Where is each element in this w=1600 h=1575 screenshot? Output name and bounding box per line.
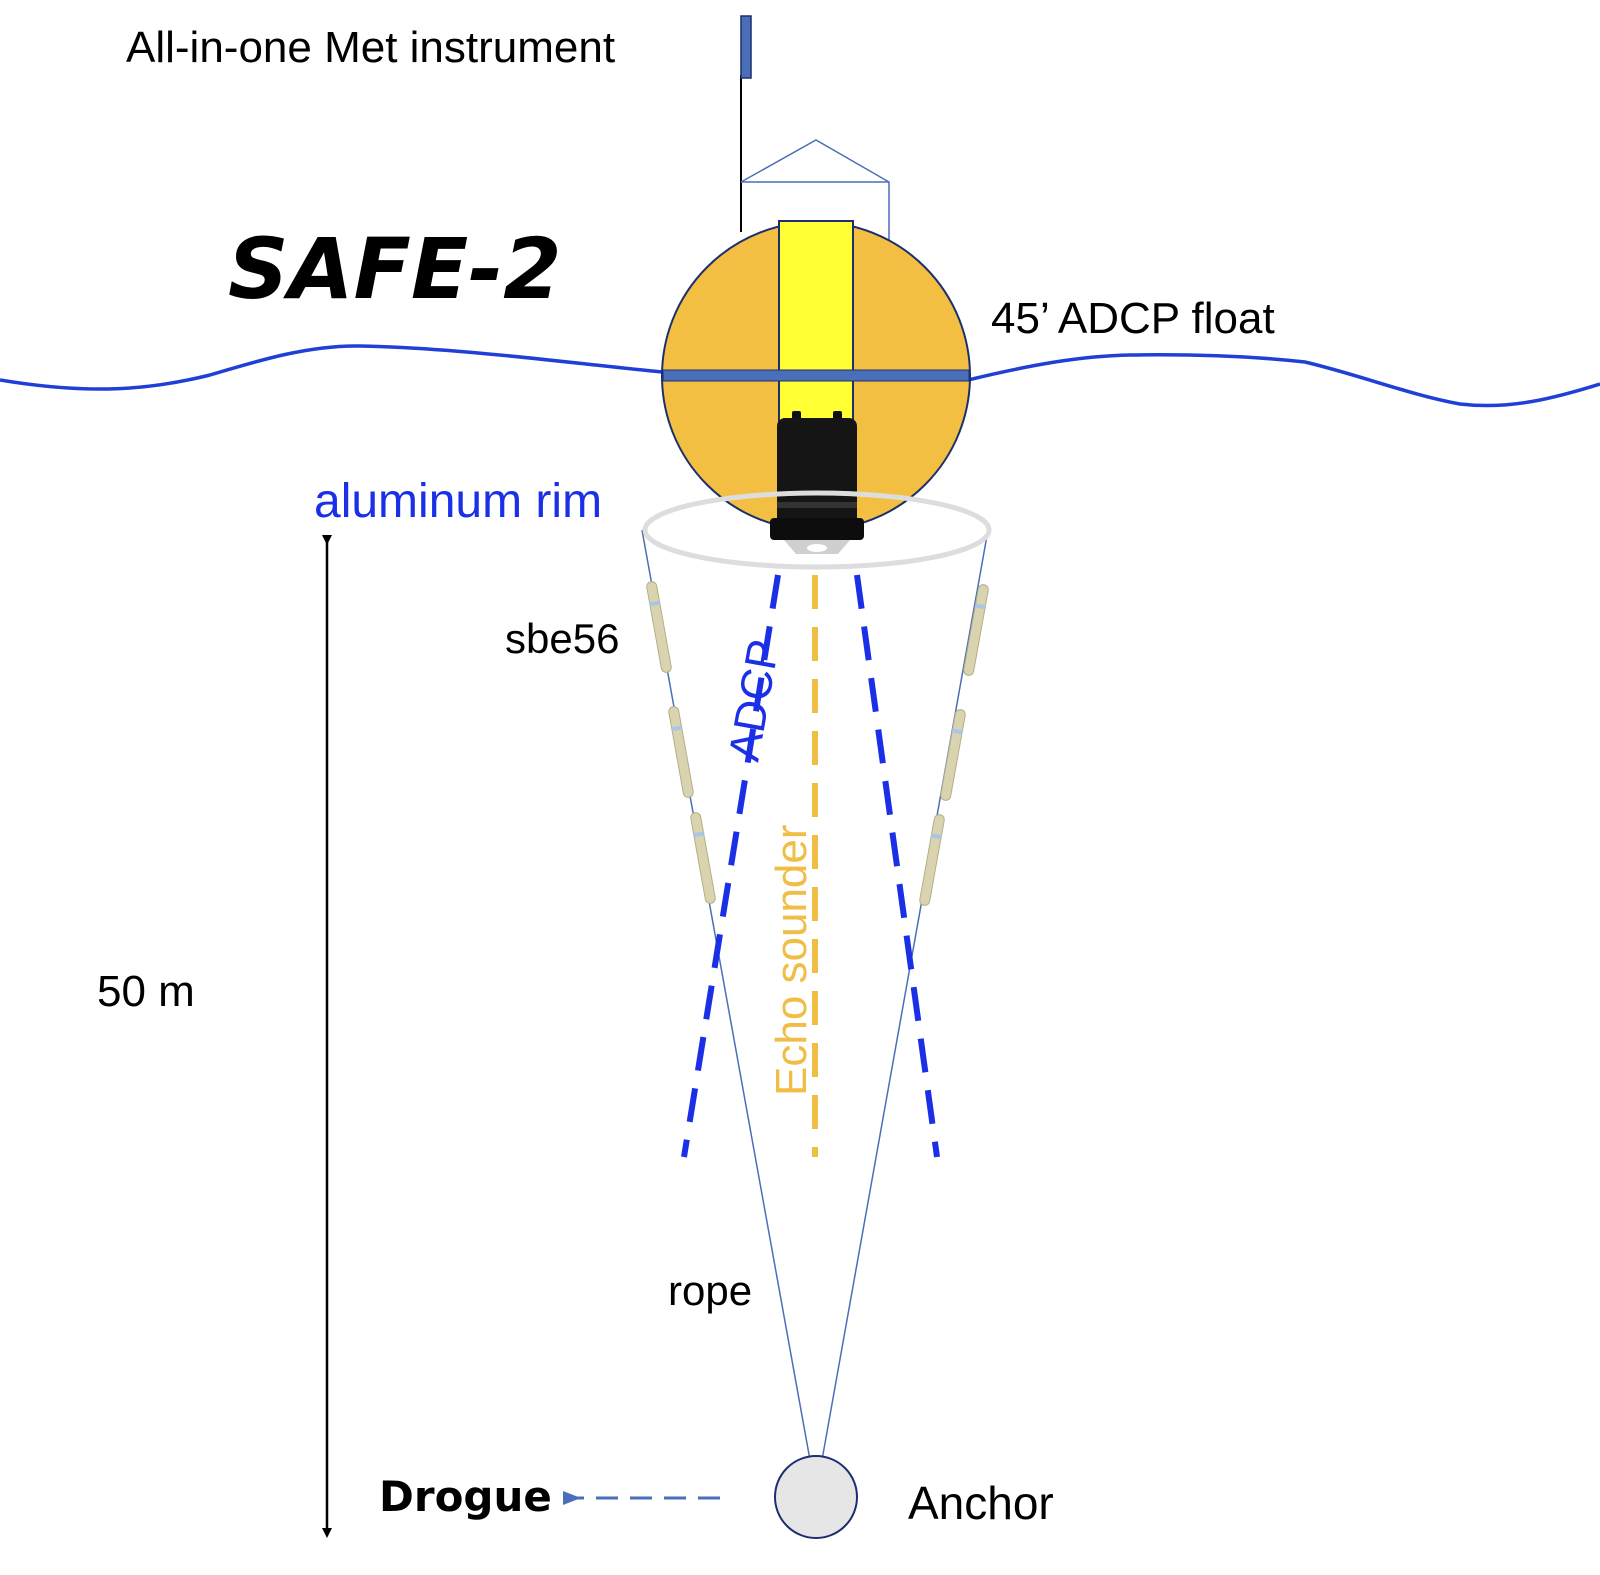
- echo-sounder-label: Echo sounder: [767, 824, 816, 1096]
- rope-label: rope: [668, 1267, 752, 1314]
- water-surface-right: [967, 353, 1600, 408]
- aluminum-rim: [642, 490, 992, 570]
- water-surface: [0, 344, 663, 391]
- float-label: 45’ ADCP float: [991, 294, 1275, 343]
- rope-right: [821, 529, 989, 1461]
- depth-label: 50 m: [97, 967, 195, 1016]
- met-instrument-label: All-in-one Met instrument: [126, 23, 615, 72]
- drogue-label: Drogue: [379, 1472, 552, 1521]
- anchor-icon: [774, 1455, 858, 1539]
- adcp-beam-right: [854, 574, 940, 1158]
- diagram-title: SAFE-2: [228, 220, 562, 318]
- float-roof-frame: [740, 139, 890, 240]
- sbe56-label: sbe56: [505, 615, 619, 662]
- float-core: [778, 220, 854, 422]
- adcp-instrument-icon: [770, 411, 864, 554]
- float-band: [662, 369, 970, 382]
- sbe56-sensor-icon: [919, 584, 989, 906]
- rope-left: [641, 529, 811, 1461]
- anchor-label: Anchor: [908, 1477, 1054, 1529]
- aluminum-rim-label: aluminum rim: [314, 475, 602, 528]
- adcp-label: ADCP: [720, 636, 789, 765]
- adcp-beam-left: [681, 574, 781, 1158]
- met-instrument-icon: [740, 15, 752, 79]
- sbe56-sensor-icon: [646, 581, 716, 904]
